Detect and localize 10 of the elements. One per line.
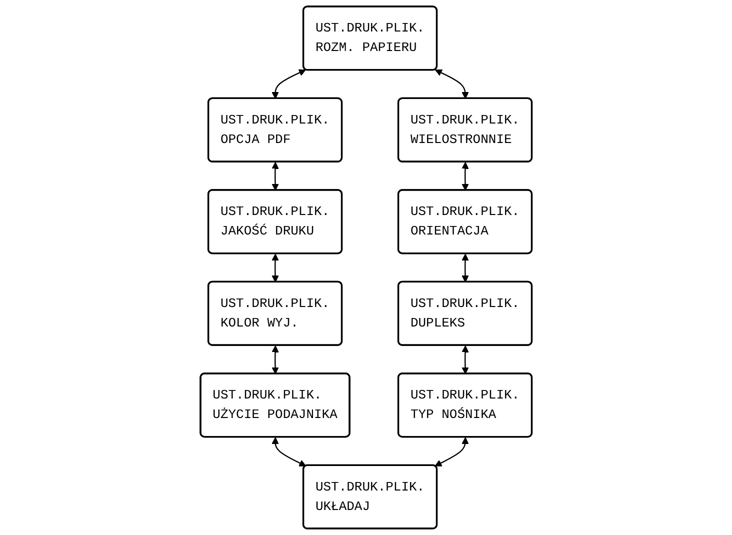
arrow	[462, 162, 469, 191]
arrow	[462, 254, 469, 282]
arrow	[272, 254, 279, 282]
arrow	[434, 437, 469, 466]
arrow	[434, 69, 469, 99]
arrow	[272, 345, 279, 374]
arrow	[272, 162, 279, 191]
arrow	[462, 345, 469, 374]
arrow	[272, 69, 306, 99]
arrow	[272, 437, 306, 466]
